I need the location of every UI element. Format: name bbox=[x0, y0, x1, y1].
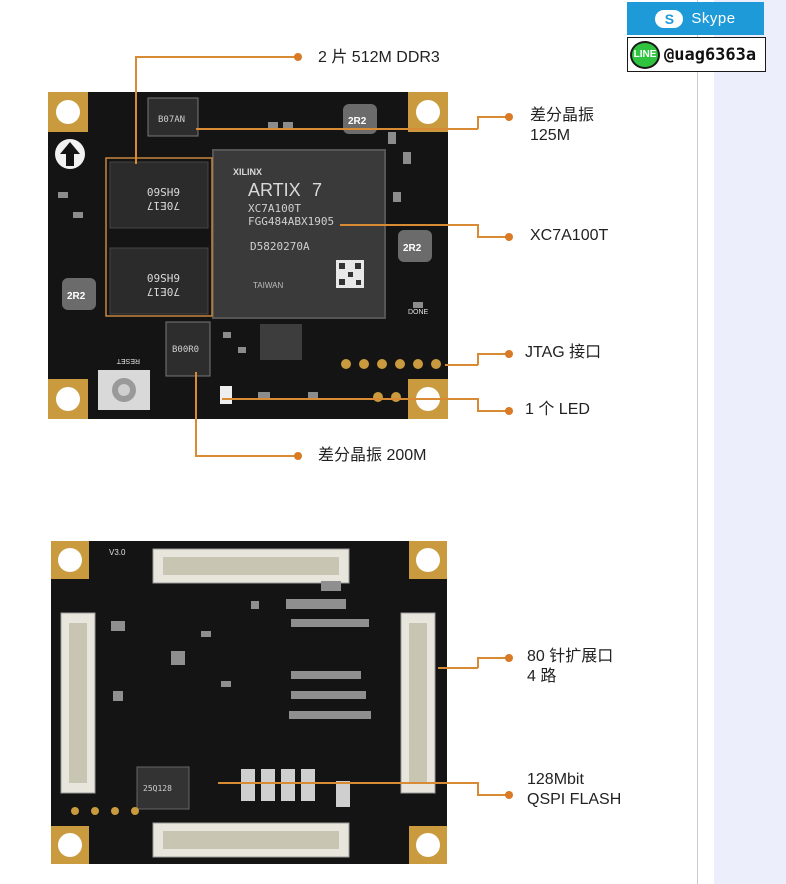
label-expansion-2: 4 路 bbox=[527, 668, 557, 685]
label-expansion-1: 80 针扩展口 bbox=[527, 648, 614, 665]
leader-jtag-h1 bbox=[445, 364, 478, 366]
inductor-label-3: 2R2 bbox=[67, 291, 86, 302]
ddr-marking-2b: 70E17 bbox=[147, 285, 180, 298]
leader-ddr-v bbox=[135, 56, 137, 164]
ddr-marking-2a: 6HS60 bbox=[147, 271, 180, 284]
label-osc125-2: 125M bbox=[530, 127, 571, 144]
leader-flash-h2 bbox=[477, 794, 507, 796]
leader-osc200-v bbox=[195, 372, 197, 456]
leader-exp-v bbox=[477, 657, 479, 668]
line-icon: LINE bbox=[630, 40, 660, 69]
dot-jtag bbox=[505, 350, 513, 358]
leader-led-h2 bbox=[477, 410, 507, 412]
chip-family: ARTIX bbox=[248, 180, 301, 200]
dot-led bbox=[505, 407, 513, 415]
label-flash-1: 128Mbit bbox=[527, 771, 584, 788]
label-fpga: XC7A100T bbox=[530, 227, 609, 244]
right-sidebar bbox=[714, 0, 786, 884]
leader-exp-h1 bbox=[438, 667, 478, 669]
chip-part: XC7A100T bbox=[248, 202, 301, 215]
line-contact-button[interactable]: LINE @uag6363a bbox=[627, 37, 766, 72]
dot-osc125 bbox=[505, 113, 513, 121]
chip-series: 7 bbox=[312, 180, 322, 200]
label-flash-2: QSPI FLASH bbox=[527, 791, 622, 808]
chip-package: FGG484ABX1905 bbox=[248, 215, 334, 228]
leader-fpga-h1 bbox=[340, 224, 478, 226]
expansion-connectors bbox=[60, 548, 436, 858]
label-osc200: 差分晶振 200M bbox=[318, 447, 427, 464]
leader-osc125-v bbox=[477, 116, 479, 129]
osc2-marking: B00R0 bbox=[172, 345, 199, 355]
dot-flash bbox=[505, 791, 513, 799]
leader-led-h1 bbox=[222, 398, 478, 400]
leader-fpga-h2 bbox=[477, 236, 507, 238]
skype-label: Skype bbox=[691, 10, 736, 27]
flash-marking: 25Q128 bbox=[143, 784, 172, 793]
divider-line bbox=[697, 0, 698, 884]
ddr-marking-1b: 70E17 bbox=[147, 199, 180, 212]
leader-jtag-v bbox=[477, 353, 479, 365]
reset-label: RESET bbox=[116, 357, 140, 364]
label-jtag: JTAG 接口 bbox=[525, 344, 602, 361]
chip-origin: TAIWAN bbox=[253, 281, 283, 290]
leader-fpga-v bbox=[477, 224, 479, 236]
chip-code: D5820270A bbox=[250, 240, 310, 253]
skype-button[interactable]: S Skype bbox=[627, 2, 764, 35]
fpga-board-top-photo: XILINX ARTIX 7 XC7A100T FGG484ABX1905 D5… bbox=[48, 92, 448, 419]
label-led: 1 个 LED bbox=[525, 401, 590, 418]
osc-marking: B07AN bbox=[158, 115, 185, 125]
label-ddr: 2 片 512M DDR3 bbox=[318, 49, 440, 66]
ddr-marking-1a: 6HS60 bbox=[147, 185, 180, 198]
version-label: V3.0 bbox=[109, 548, 126, 557]
inductor-label-1: 2R2 bbox=[348, 116, 367, 127]
leader-exp-h2 bbox=[477, 657, 507, 659]
label-osc125-1: 差分晶振 bbox=[530, 107, 595, 124]
dot-ddr bbox=[294, 53, 302, 61]
leader-flash-v bbox=[477, 782, 479, 794]
dot-fpga bbox=[505, 233, 513, 241]
leader-osc200-h bbox=[195, 455, 295, 457]
line-id-text: @uag6363a bbox=[664, 44, 757, 65]
done-label: DONE bbox=[408, 309, 429, 316]
leader-osc125-h1 bbox=[196, 128, 478, 130]
fpga-chip bbox=[212, 149, 386, 319]
skype-icon: S bbox=[655, 9, 684, 28]
chip-brand: XILINX bbox=[233, 167, 262, 177]
dot-osc200 bbox=[294, 452, 302, 460]
fpga-board-bottom-photo: V3.0 25Q128 bbox=[51, 541, 447, 864]
inductor-label-2: 2R2 bbox=[403, 243, 422, 254]
leader-flash-h1 bbox=[218, 782, 478, 784]
leader-osc125-h2 bbox=[477, 116, 507, 118]
leader-jtag-h2 bbox=[477, 353, 507, 355]
dot-expansion bbox=[505, 654, 513, 662]
leader-ddr-h bbox=[135, 56, 295, 58]
leader-led-v bbox=[477, 398, 479, 410]
